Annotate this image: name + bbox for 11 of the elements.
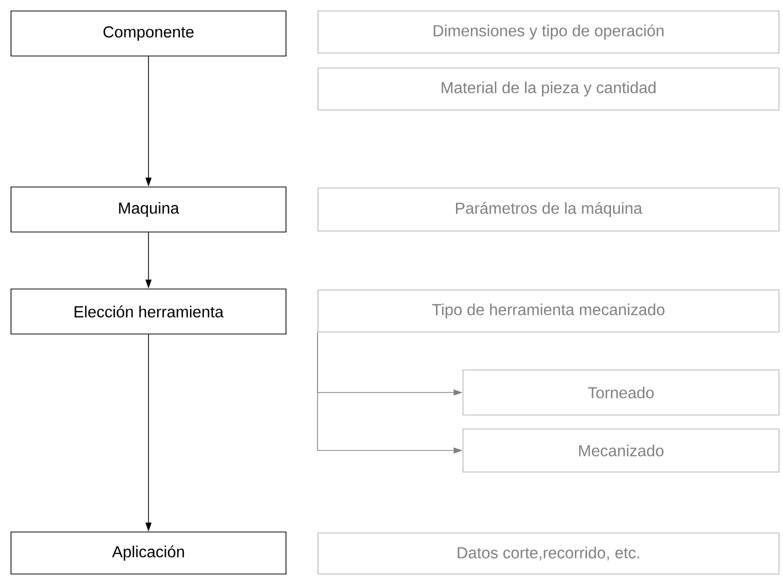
process-box: Aplicación — [10, 532, 286, 574]
info-box: Dimensiones y tipo de operación — [318, 10, 780, 54]
info-box: Torneado — [462, 370, 780, 416]
process-box: Componente — [10, 10, 286, 56]
process-box: Maquina — [10, 186, 286, 232]
process-box: Elección herramienta — [10, 288, 286, 334]
info-box: Mecanizado — [462, 428, 780, 472]
info-box: Material de la pieza y cantidad — [318, 68, 780, 110]
info-box: Datos corte,recorrido, etc. — [318, 532, 780, 574]
info-box: Tipo de herramienta mecanizado — [318, 290, 780, 332]
info-box: Parámetros de la máquina — [318, 188, 780, 232]
